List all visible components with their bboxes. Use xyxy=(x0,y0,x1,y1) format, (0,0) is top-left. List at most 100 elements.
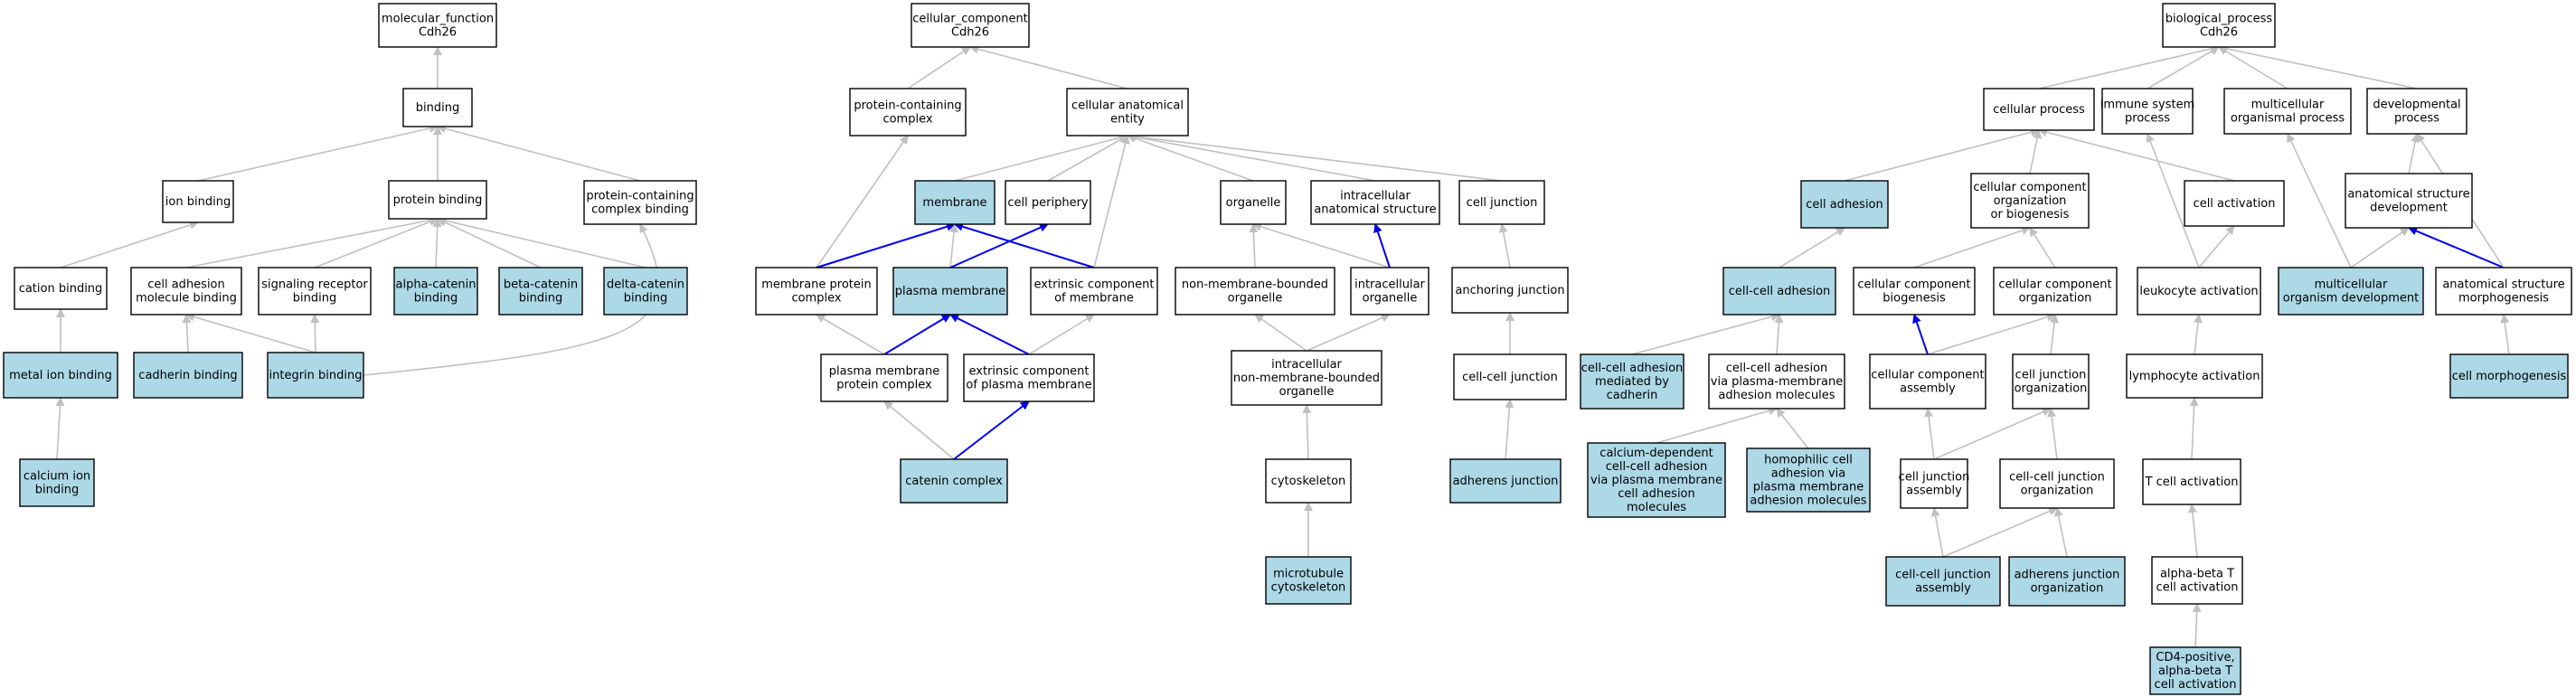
term-node-adherens_junction[interactable]: adherens junction xyxy=(1449,458,1562,504)
term-node-cellular_process[interactable]: cellular process xyxy=(1983,88,2095,131)
term-node-organelle[interactable]: organelle xyxy=(1220,180,1287,225)
term-node-cell_morph[interactable]: cell morphogenesis xyxy=(2449,353,2569,399)
term-node-cell_adhesion[interactable]: cell adhesion xyxy=(1800,180,1889,229)
edge-intra_organelle-to-ias xyxy=(1373,223,1391,268)
term-box xyxy=(1580,353,1684,410)
term-node-leuk_act[interactable]: leukocyte activation xyxy=(2137,267,2261,316)
term-node-cell_activation[interactable]: cell activation xyxy=(2184,180,2285,227)
term-box xyxy=(130,267,242,316)
term-label-line: delta-catenin xyxy=(607,278,684,291)
term-node-cation_binding[interactable]: cation binding xyxy=(14,267,108,310)
term-label-line: intracellular xyxy=(1354,278,1425,291)
term-box xyxy=(1265,458,1352,504)
term-node-ccj[interactable]: cell-cell junction xyxy=(1453,353,1567,400)
term-label-line: cell adhesion xyxy=(1806,198,1883,212)
term-node-catenin_complex[interactable]: catenin complex xyxy=(900,458,1008,504)
term-node-ion_binding[interactable]: ion binding xyxy=(162,180,234,223)
term-label-line: non-membrane-bounded xyxy=(1182,278,1328,291)
term-box xyxy=(1350,267,1430,316)
term-node-cc_adhesion[interactable]: cell-cell adhesion xyxy=(1722,267,1836,316)
term-node-cadherin_binding[interactable]: cadherin binding xyxy=(133,352,243,399)
term-label-line: via plasma membrane xyxy=(1590,474,1722,487)
term-box xyxy=(1999,458,2115,509)
term-node-inmbo[interactable]: intracellularnon-membrane-boundedorganel… xyxy=(1231,350,1382,406)
term-node-cell_periphery[interactable]: cell periphery xyxy=(1005,180,1091,225)
edge-adherens_junction-to-ccj xyxy=(1505,399,1514,460)
edge-intra_organelle-to-organelle xyxy=(1252,221,1391,268)
term-box xyxy=(1900,458,1968,509)
term-label-line: organization xyxy=(2015,381,2088,395)
term-node-metal_ion[interactable]: metal ion binding xyxy=(3,352,118,399)
edge-leuk_act-to-cell_activation xyxy=(2198,225,2235,268)
term-label-line: cellular component xyxy=(1998,278,2111,291)
term-node-binding[interactable]: binding xyxy=(402,88,473,127)
term-label-line: plasma membrane xyxy=(1753,480,1864,494)
term-box xyxy=(393,267,478,316)
term-node-membrane[interactable]: membrane xyxy=(914,180,995,225)
edge-lymph_act-to-leuk_act xyxy=(2194,314,2203,355)
term-label-line: leukocyte activation xyxy=(2139,285,2258,298)
term-node-integrin_binding[interactable]: integrin binding xyxy=(267,352,364,399)
term-node-lymph_act[interactable]: lymphocyte activation xyxy=(2126,353,2263,399)
term-box xyxy=(849,88,967,137)
term-label-line: intracellular xyxy=(1340,189,1411,203)
term-label-line: molecules xyxy=(1627,501,1686,514)
edge-cc_assembly-to-cc_biogenesis xyxy=(1912,314,1929,355)
term-label-line: entity xyxy=(1110,112,1145,126)
term-node-plasma_membrane[interactable]: plasma membrane xyxy=(892,267,1008,316)
term-node-anchoring_junction[interactable]: anchoring junction xyxy=(1451,267,1569,314)
term-node-cytoskeleton[interactable]: cytoskeleton xyxy=(1265,458,1352,504)
term-label-line: cell periphery xyxy=(1007,196,1089,210)
edge-srec_binding-to-protein_binding xyxy=(314,217,439,268)
term-node-tcell_act[interactable]: T cell activation xyxy=(2142,458,2241,505)
term-label-line: process xyxy=(2125,111,2170,125)
term-label-line: anatomical structure xyxy=(2442,278,2564,291)
term-label-line: organization xyxy=(1994,194,2067,208)
term-node-protein_binding[interactable]: protein binding xyxy=(388,180,487,220)
term-label-line: adhesion via xyxy=(1771,466,1845,480)
term-node-cell_junction[interactable]: cell junction xyxy=(1458,180,1545,225)
term-label-line: beta-catenin xyxy=(504,278,578,291)
